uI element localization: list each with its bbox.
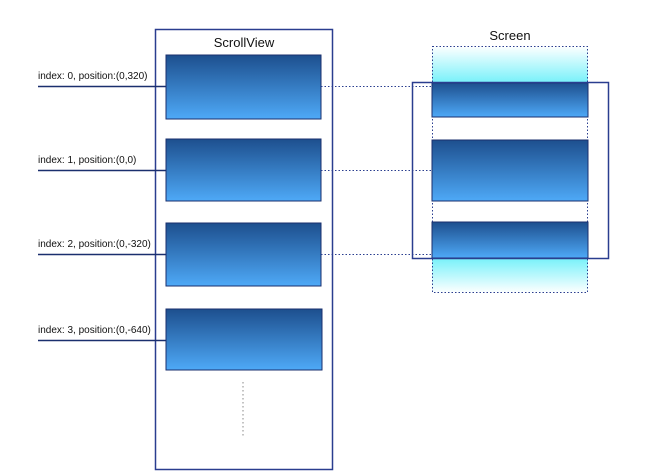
cell-label-1: index: 1, position:(0,0) (38, 155, 136, 166)
scrollview-title: ScrollView (214, 35, 275, 50)
scrollview-cell-1 (165, 138, 322, 202)
screen-viewport-frame (411, 81, 610, 260)
screen-title: Screen (489, 28, 530, 43)
screen-cell-1 (431, 139, 589, 202)
screen-overflow-top (432, 46, 588, 83)
cell-label-0: index: 0, position:(0,320) (38, 71, 148, 82)
cell-label-2: index: 2, position:(0,-320) (38, 239, 151, 250)
screen-cell-2 (431, 221, 589, 259)
screen-cell-0 (431, 82, 589, 118)
scrollview-cell-3 (165, 308, 323, 371)
screen-overflow-bottom (432, 258, 588, 293)
scrollview-cell-2 (165, 222, 322, 287)
scrollview-cell-0 (165, 54, 322, 120)
cell-label-3: index: 3, position:(0,-640) (38, 325, 151, 336)
